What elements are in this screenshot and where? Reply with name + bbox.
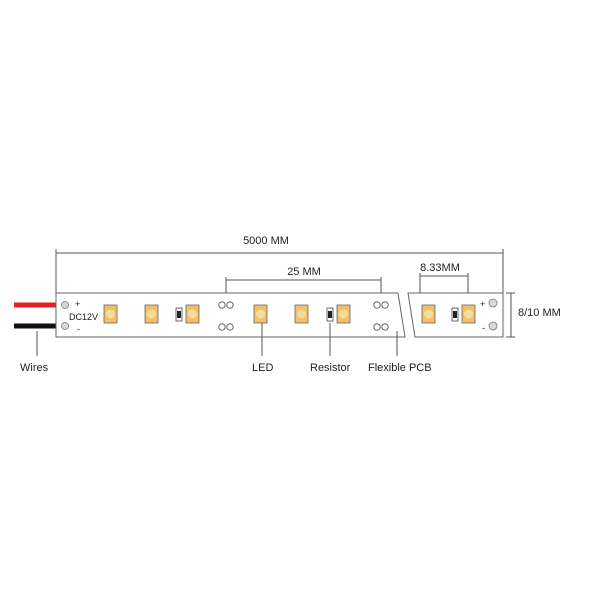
solder-pad-icon [218, 301, 226, 309]
solder-pad-icon [488, 321, 498, 331]
smd-led-icon [461, 304, 476, 324]
callout-leaders [36, 323, 398, 356]
input-plus-sign: + [75, 299, 80, 309]
solder-pad-icon [218, 323, 226, 331]
solder-pad-icon [226, 301, 234, 309]
solder-pad-icon [226, 323, 234, 331]
strip-body-main [55, 292, 406, 338]
led-pitch-label: 8.33MM [420, 262, 460, 274]
resistor-icon [451, 307, 459, 322]
resistor-icon [326, 307, 334, 322]
solder-pad-icon [373, 323, 381, 331]
smd-led-icon [294, 304, 309, 324]
input-pads: + DC12V - [61, 299, 98, 334]
solder-pad-icon [381, 323, 389, 331]
strip-width-dimension: 8/10 MM [506, 292, 561, 338]
led-pitch-dimension: 8.33MM [419, 262, 469, 293]
leds [103, 304, 476, 324]
cut-segment-label: 25 MM [287, 266, 321, 278]
output-minus-sign: - [482, 323, 485, 333]
smd-led-icon [185, 304, 200, 324]
solder-pad-icon [61, 322, 69, 330]
voltage-label: DC12V [69, 312, 98, 322]
output-pads: + - [480, 298, 498, 333]
total-length-dimension: 5000 MM [55, 235, 504, 293]
wires-label: Wires [20, 362, 49, 374]
strip-width-label: 8/10 MM [518, 307, 561, 319]
smd-led-icon [144, 304, 159, 324]
cut-point-pads [218, 301, 389, 331]
pcb-label: Flexible PCB [368, 362, 432, 374]
resistor-icon [175, 307, 183, 322]
smd-led-icon [336, 304, 351, 324]
input-minus-sign: - [77, 324, 80, 334]
resistors [175, 307, 459, 322]
solder-pad-icon [373, 301, 381, 309]
resistor-label: Resistor [310, 362, 351, 374]
smd-led-icon [253, 304, 268, 324]
cut-segment-dimension: 25 MM [225, 266, 382, 296]
total-length-label: 5000 MM [243, 235, 289, 247]
solder-pad-icon [488, 298, 498, 308]
output-plus-sign: + [480, 299, 485, 309]
led-label: LED [252, 362, 273, 374]
smd-led-icon [103, 304, 118, 324]
wires [14, 302, 58, 329]
smd-led-icon [421, 304, 436, 324]
solder-pad-icon [381, 301, 389, 309]
solder-pad-icon [61, 301, 69, 309]
